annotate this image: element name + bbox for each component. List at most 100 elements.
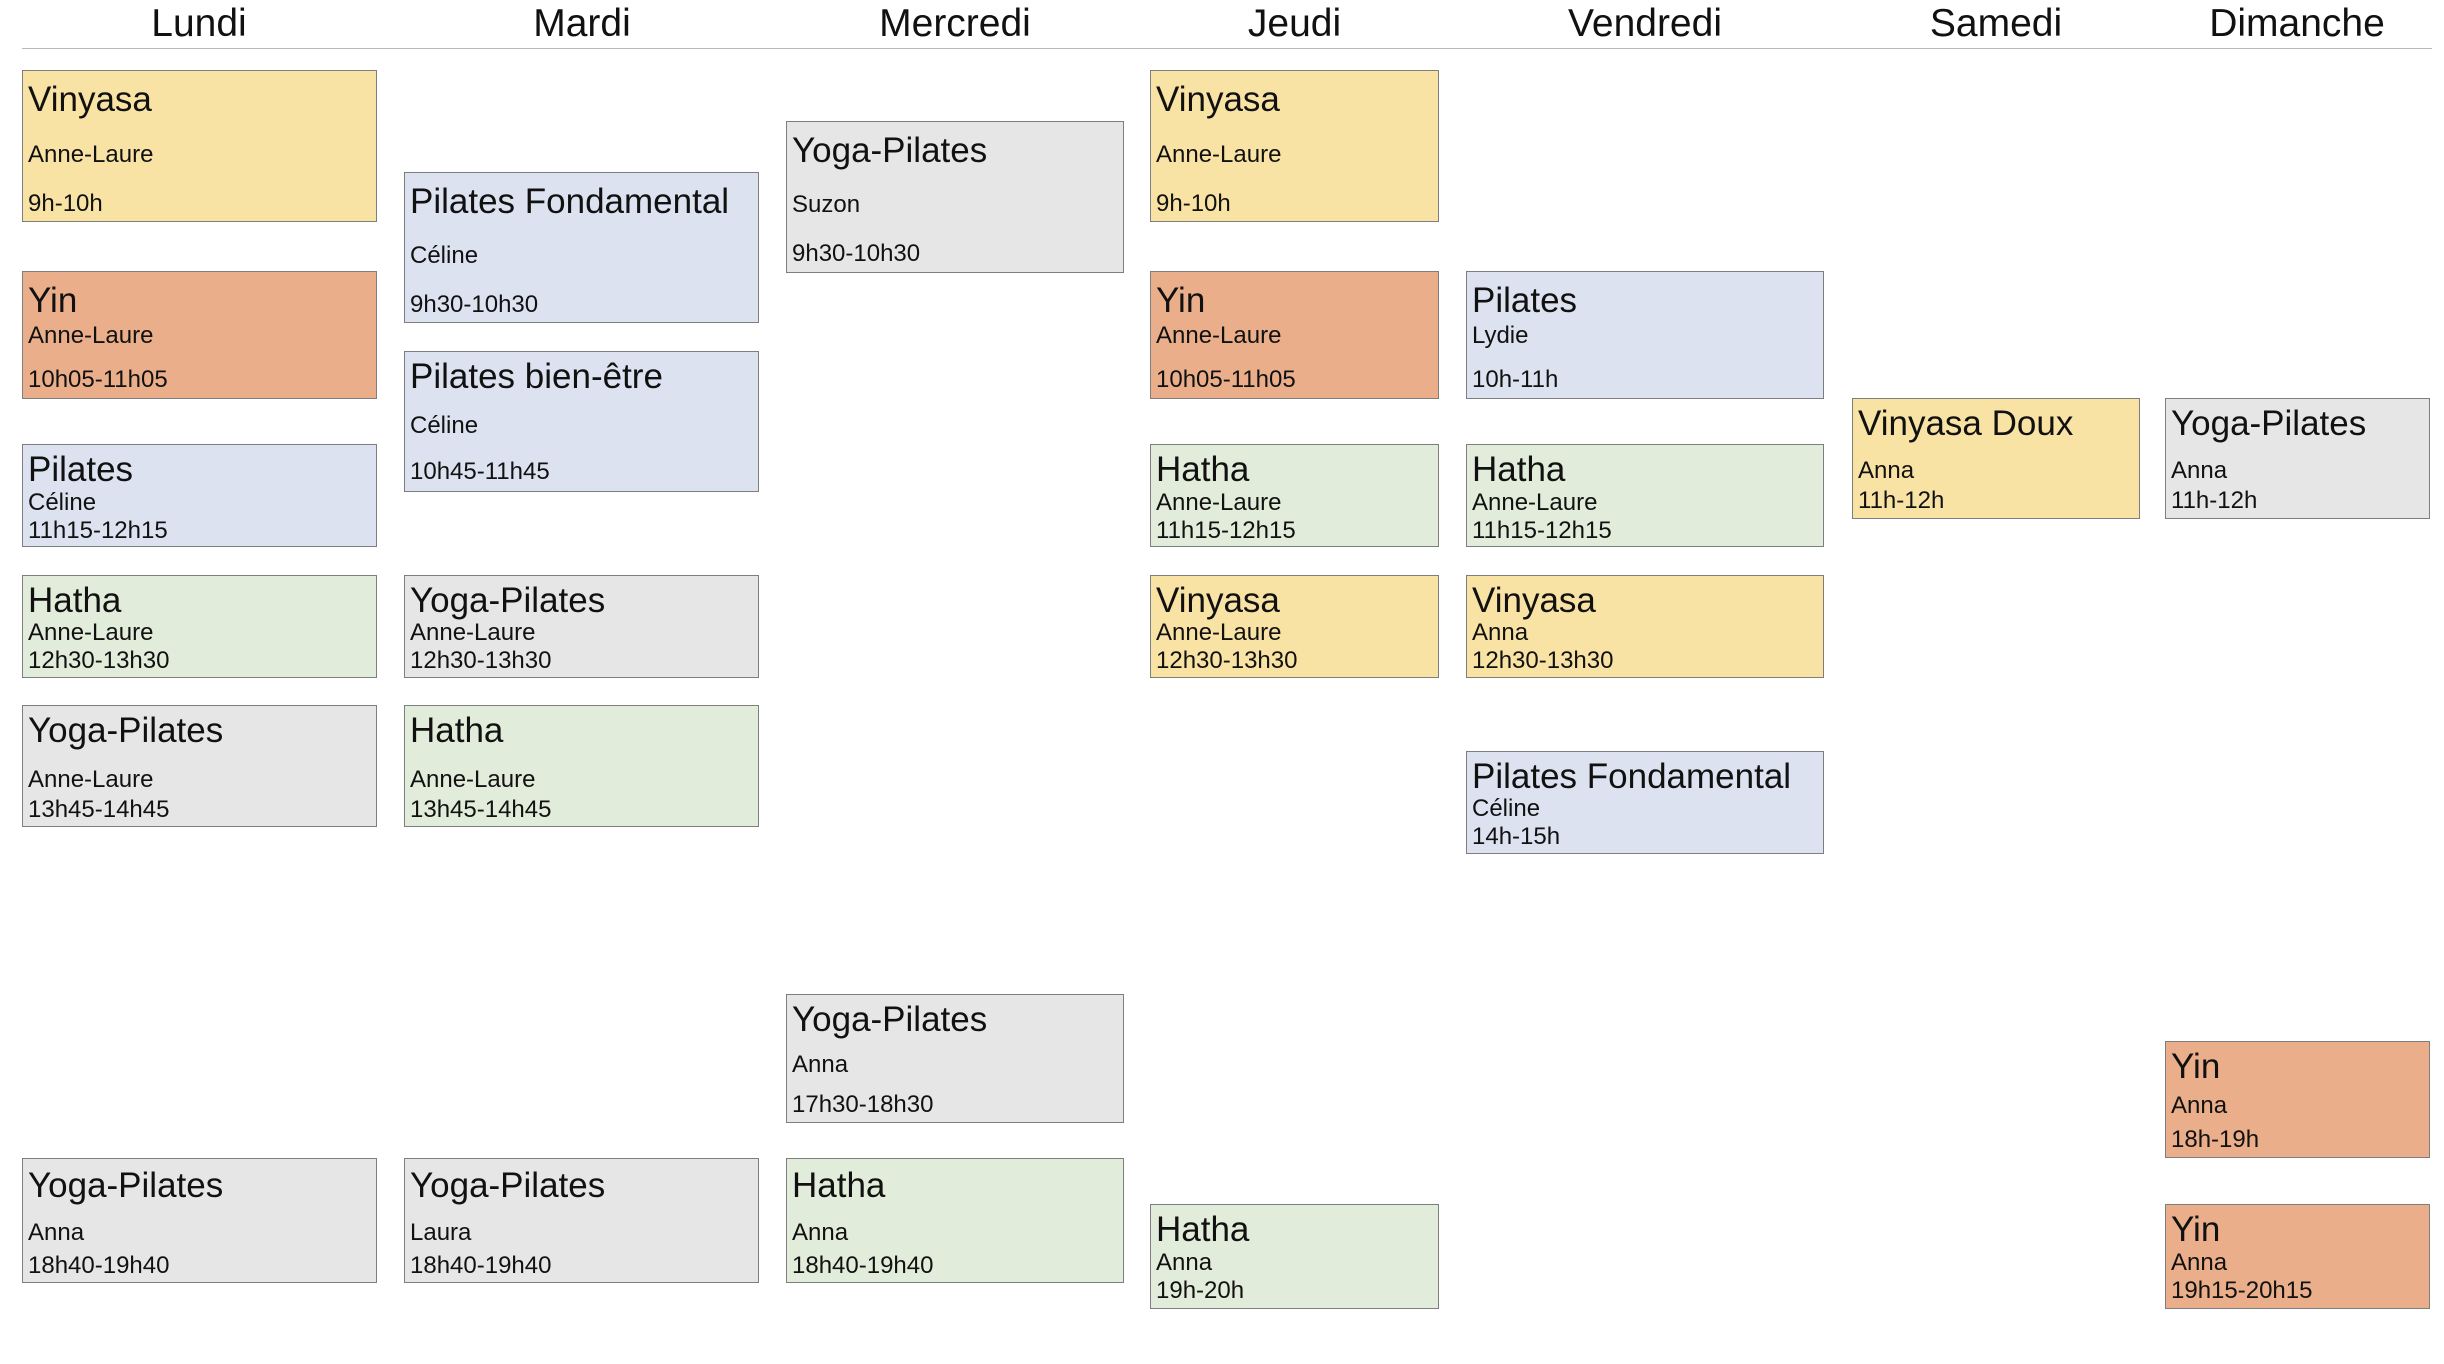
session-title: Hatha — [792, 1166, 886, 1205]
session-teacher: Céline — [1472, 795, 1541, 822]
session-teacher: Céline — [410, 412, 479, 439]
session-card[interactable]: Yoga-Pilates Anna 18h40-19h40 — [22, 1158, 377, 1283]
session-title: Yoga-Pilates — [410, 1166, 606, 1205]
session-card[interactable]: Yoga-Pilates Laura 18h40-19h40 — [404, 1158, 759, 1283]
session-time: 18h40-19h40 — [410, 1252, 552, 1279]
session-title: Yoga-Pilates — [28, 1166, 224, 1205]
session-title: Hatha — [1156, 1210, 1250, 1249]
session-teacher: Anne-Laure — [1472, 489, 1598, 516]
session-teacher: Suzon — [792, 191, 861, 218]
session-teacher: Anne-Laure — [1156, 619, 1282, 646]
session-card[interactable]: Vinyasa Anne-Laure 9h-10h — [1150, 70, 1439, 222]
session-card[interactable]: Vinyasa Anna 12h30-13h30 — [1466, 575, 1824, 678]
session-teacher: Lydie — [1472, 322, 1529, 349]
session-card[interactable]: Vinyasa Anne-Laure 12h30-13h30 — [1150, 575, 1439, 678]
session-time: 10h05-11h05 — [28, 366, 168, 393]
session-title: Vinyasa — [1156, 581, 1280, 620]
session-time: 12h30-13h30 — [1156, 647, 1298, 674]
session-time: 9h30-10h30 — [410, 291, 539, 318]
session-time: 9h-10h — [1156, 190, 1231, 217]
session-card[interactable]: Yoga-Pilates Anna 17h30-18h30 — [786, 994, 1124, 1123]
session-title: Yoga-Pilates — [792, 1000, 988, 1039]
session-time: 9h30-10h30 — [792, 240, 921, 267]
session-teacher: Anne-Laure — [28, 766, 154, 793]
session-title: Yin — [2171, 1210, 2221, 1249]
session-title: Yoga-Pilates — [792, 131, 988, 170]
session-card[interactable]: Yoga-Pilates Suzon 9h30-10h30 — [786, 121, 1124, 273]
session-time: 12h30-13h30 — [1472, 647, 1614, 674]
session-card[interactable]: Yin Anne-Laure 10h05-11h05 — [22, 271, 377, 399]
session-title: Hatha — [28, 581, 122, 620]
session-teacher: Anna — [1472, 619, 1529, 646]
session-card[interactable]: Hatha Anne-Laure 13h45-14h45 — [404, 705, 759, 827]
session-card[interactable]: Yoga-Pilates Anna 11h-12h — [2165, 398, 2430, 519]
session-title: Hatha — [1156, 450, 1250, 489]
session-teacher: Anne-Laure — [28, 141, 154, 168]
session-time: 18h40-19h40 — [792, 1252, 934, 1279]
session-teacher: Anne-Laure — [1156, 322, 1282, 349]
session-title: Pilates Fondamental — [1472, 757, 1792, 796]
day-header-vendredi: Vendredi — [1568, 2, 1722, 45]
session-card[interactable]: Yoga-Pilates Anne-Laure 13h45-14h45 — [22, 705, 377, 827]
session-title: Hatha — [410, 711, 504, 750]
session-card[interactable]: Vinyasa Doux Anna 11h-12h — [1852, 398, 2140, 519]
session-title: Vinyasa — [1472, 581, 1596, 620]
session-title: Pilates — [1472, 281, 1578, 320]
session-teacher: Anna — [792, 1219, 849, 1246]
session-card[interactable]: Hatha Anna 18h40-19h40 — [786, 1158, 1124, 1283]
session-teacher: Anna — [2171, 1249, 2228, 1276]
session-time: 9h-10h — [28, 190, 103, 217]
session-time: 11h-12h — [2171, 487, 2258, 514]
session-title: Vinyasa — [1156, 80, 1280, 119]
session-teacher: Anne-Laure — [1156, 141, 1282, 168]
session-teacher: Anna — [2171, 457, 2228, 484]
session-title: Vinyasa — [28, 80, 152, 119]
session-title: Yoga-Pilates — [28, 711, 224, 750]
session-time: 17h30-18h30 — [792, 1091, 934, 1118]
session-teacher: Anne-Laure — [410, 619, 536, 646]
session-teacher: Anne-Laure — [410, 766, 536, 793]
session-card[interactable]: Yin Anna 19h15-20h15 — [2165, 1204, 2430, 1309]
session-teacher: Anne-Laure — [28, 322, 154, 349]
session-title: Yin — [2171, 1047, 2221, 1086]
session-title: Yoga-Pilates — [410, 581, 606, 620]
session-card[interactable]: Yin Anna 18h-19h — [2165, 1041, 2430, 1158]
session-card[interactable]: Yoga-Pilates Anne-Laure 12h30-13h30 — [404, 575, 759, 678]
session-teacher: Anna — [1858, 457, 1915, 484]
session-card[interactable]: Yin Anne-Laure 10h05-11h05 — [1150, 271, 1439, 399]
session-time: 10h45-11h45 — [410, 458, 550, 485]
header-divider — [22, 48, 2432, 49]
session-time: 18h-19h — [2171, 1126, 2260, 1153]
session-title: Pilates bien-être — [410, 357, 663, 396]
session-card[interactable]: Pilates Céline 11h15-12h15 — [22, 444, 377, 547]
session-time: 19h-20h — [1156, 1277, 1245, 1304]
session-time: 11h15-12h15 — [1156, 517, 1296, 544]
session-card[interactable]: Pilates Fondamental Céline 14h-15h — [1466, 751, 1824, 854]
session-title: Yin — [28, 281, 78, 320]
session-card[interactable]: Pilates Lydie 10h-11h — [1466, 271, 1824, 399]
session-teacher: Céline — [410, 242, 479, 269]
session-time: 10h05-11h05 — [1156, 366, 1296, 393]
session-teacher: Anna — [28, 1219, 85, 1246]
session-time: 12h30-13h30 — [410, 647, 552, 674]
day-header-mercredi: Mercredi — [879, 2, 1031, 45]
session-card[interactable]: Vinyasa Anne-Laure 9h-10h — [22, 70, 377, 222]
session-time: 12h30-13h30 — [28, 647, 170, 674]
session-time: 13h45-14h45 — [410, 796, 552, 823]
session-teacher: Anna — [1156, 1249, 1213, 1276]
session-card[interactable]: Hatha Anna 19h-20h — [1150, 1204, 1439, 1309]
session-card[interactable]: Hatha Anne-Laure 12h30-13h30 — [22, 575, 377, 678]
day-header-mardi: Mardi — [533, 2, 631, 45]
session-title: Pilates — [28, 450, 134, 489]
day-header-samedi: Samedi — [1929, 2, 2063, 45]
day-header-dimanche: Dimanche — [2209, 2, 2385, 45]
session-card[interactable]: Pilates Fondamental Céline 9h30-10h30 — [404, 172, 759, 323]
session-time: 11h15-12h15 — [28, 517, 168, 544]
session-teacher: Céline — [28, 489, 97, 516]
session-card[interactable]: Hatha Anne-Laure 11h15-12h15 — [1150, 444, 1439, 547]
session-card[interactable]: Pilates bien-être Céline 10h45-11h45 — [404, 351, 759, 492]
session-card[interactable]: Hatha Anne-Laure 11h15-12h15 — [1466, 444, 1824, 547]
day-header-jeudi: Jeudi — [1247, 2, 1342, 45]
session-time: 14h-15h — [1472, 823, 1561, 850]
